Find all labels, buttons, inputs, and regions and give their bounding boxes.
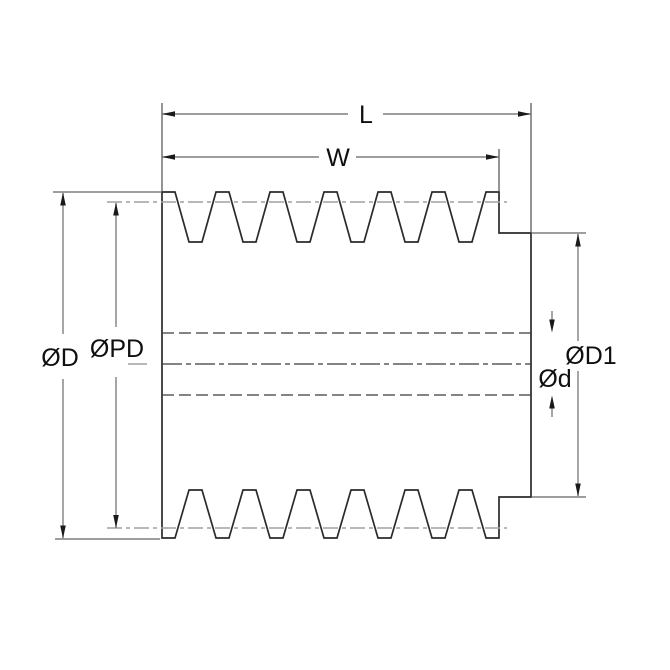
arrowhead-OD-top [60, 192, 66, 206]
arrowhead-Od-top [549, 319, 555, 333]
arrowhead-OPD-top [113, 202, 119, 216]
arrowhead-OPD-bottom [113, 515, 119, 528]
dimension-label-hub-diameter: ØD1 [565, 342, 616, 370]
arrowhead-L-right [518, 111, 531, 117]
arrowhead-OD1-bottom [575, 483, 581, 497]
dimension-label-outer-diameter: ØD [41, 344, 79, 372]
arrowhead-W-left [162, 154, 175, 160]
arrowhead-W-right [486, 154, 499, 160]
arrowhead-L-left [162, 111, 175, 117]
dimension-label-pitch-diameter: ØPD [90, 335, 144, 363]
arrowhead-Od-bottom [549, 395, 555, 409]
arrowhead-OD-bottom [60, 525, 66, 539]
arrowhead-OD1-top [575, 233, 581, 247]
pulley-body-outline [161, 191, 532, 539]
dimension-label-overall-length: L [359, 101, 373, 129]
dimension-label-bore-diameter: Ød [538, 365, 571, 393]
dimension-label-groove-width: W [326, 144, 350, 172]
